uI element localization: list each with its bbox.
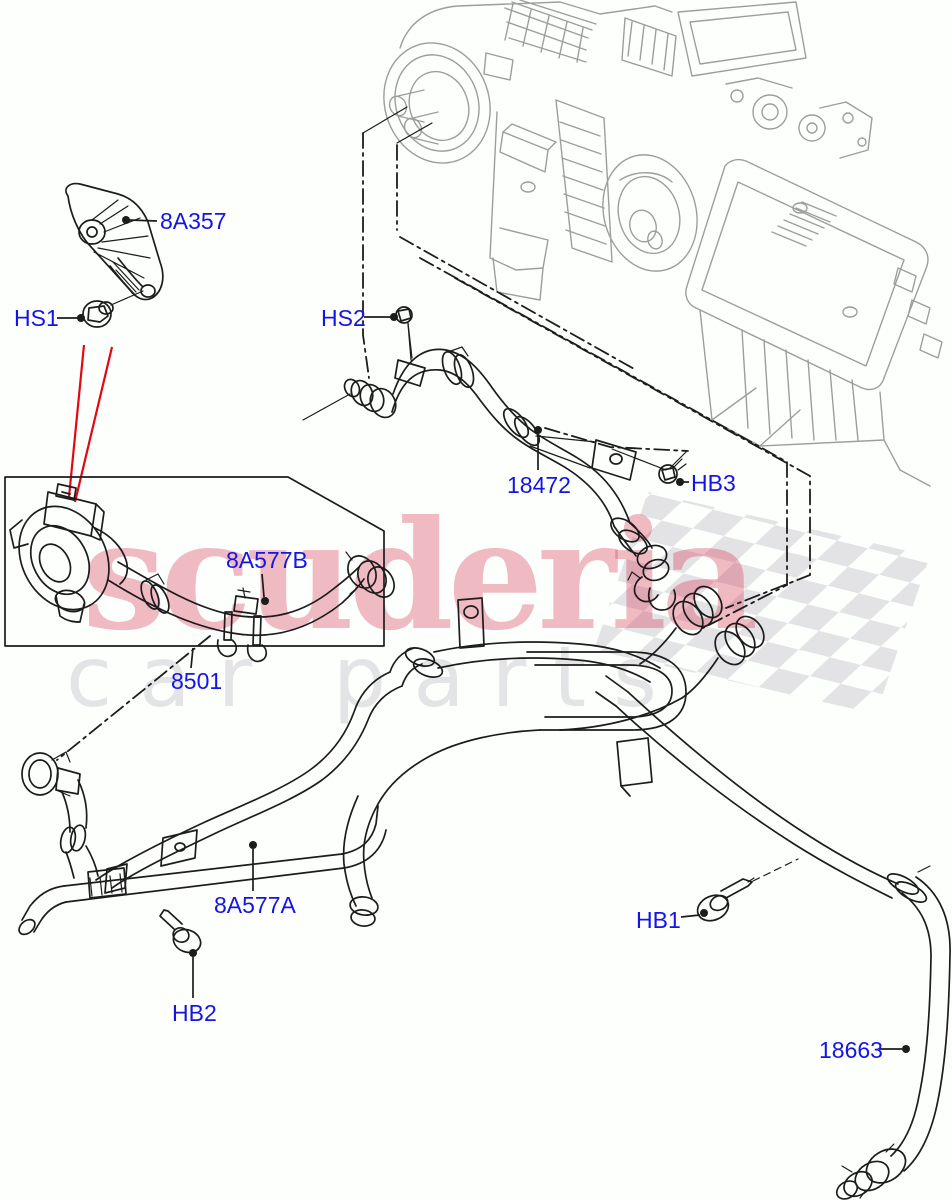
hose-assembly-8a577a-drawing bbox=[18, 585, 899, 936]
bracket-8a357-drawing bbox=[65, 182, 164, 328]
label-8a357[interactable]: 8A357 bbox=[160, 208, 227, 234]
bolt-hb2 bbox=[159, 909, 202, 954]
hose-18663-drawing bbox=[835, 865, 951, 1200]
label-hs2[interactable]: HS2 bbox=[321, 305, 366, 331]
watermark-sub-text: car parts bbox=[66, 628, 684, 726]
watermark-brand-text: scuderia bbox=[82, 488, 755, 664]
label-hb1[interactable]: HB1 bbox=[636, 907, 681, 933]
label-hb2[interactable]: HB2 bbox=[172, 1000, 217, 1026]
bolt-hb3 bbox=[658, 458, 687, 484]
label-8a577a[interactable]: 8A577A bbox=[214, 892, 297, 918]
label-8501[interactable]: 8501 bbox=[171, 668, 222, 694]
label-18663[interactable]: 18663 bbox=[819, 1037, 883, 1063]
label-8a577b[interactable]: 8A577B bbox=[226, 547, 308, 573]
label-hs1[interactable]: HS1 bbox=[14, 305, 59, 331]
bolt-hb1 bbox=[696, 877, 755, 922]
label-18472[interactable]: 18472 bbox=[507, 472, 571, 498]
watermark: scuderia car parts bbox=[66, 488, 930, 726]
hose-18472-drawing bbox=[302, 323, 677, 611]
hvac-unit-ghost-art bbox=[383, 0, 943, 487]
checkered-flag-watermark bbox=[594, 492, 930, 714]
red-pointer-lines bbox=[67, 344, 114, 503]
reference-lines bbox=[56, 106, 811, 882]
label-hb3[interactable]: HB3 bbox=[691, 470, 736, 496]
callouts: 8A357 HS1 HS2 18472 HB3 8A577B 8501 8A57… bbox=[14, 208, 910, 1063]
pump-box-8501 bbox=[4, 476, 395, 663]
